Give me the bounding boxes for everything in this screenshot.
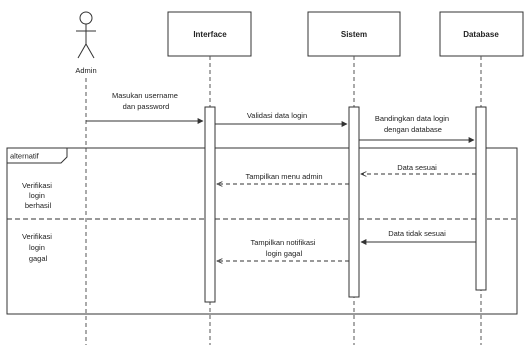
guard-berhasil-line-3: berhasil — [25, 201, 52, 210]
message-line: Masukan username — [112, 91, 178, 100]
actor-label: Admin — [75, 66, 96, 75]
guard-gagal-line-3: gagal — [29, 254, 48, 263]
alt-fragment-label: alternatif — [10, 152, 40, 161]
message-line: dan password — [123, 102, 170, 111]
guard-gagal-line-2: login — [29, 243, 45, 252]
alt-fragment-label-tab — [6, 147, 68, 164]
message-label-notifikasi-gagal: Tampilkan notifikasi login gagal — [250, 238, 317, 258]
message-label-validasi: Validasi data login — [247, 111, 307, 120]
activation-database — [475, 106, 487, 291]
guard-berhasil-line-1: Verifikasi — [22, 181, 52, 190]
actor-head — [79, 11, 93, 25]
actor-left-leg — [77, 43, 87, 59]
guard-gagal-line-1: Verifikasi — [22, 232, 52, 241]
message-label-data-tidak-sesuai: Data tidak sesuai — [388, 229, 446, 238]
activation-interface — [204, 106, 216, 303]
message-line: Tampilkan notifikasi — [250, 238, 315, 247]
actor-figure-admin — [76, 11, 96, 59]
participant-label-interface: Interface — [193, 30, 227, 39]
message-label-data-sesuai: Data sesuai — [397, 163, 437, 172]
alt-fragment-frame — [6, 147, 518, 315]
participant-box-interface — [167, 11, 252, 57]
guard-gagal: Verifikasi login gagal — [22, 232, 54, 263]
guard-berhasil: Verifikasi login berhasil — [22, 181, 54, 210]
message-label-tampilkan-menu: Tampilkan menu admin — [245, 172, 322, 181]
guard-berhasil-line-2: login — [29, 191, 45, 200]
participant-label-sistem: Sistem — [341, 30, 367, 39]
actor-right-leg — [85, 43, 95, 59]
message-label-bandingkan: Bandingkan data login dengan database — [375, 114, 451, 134]
message-line: login gagal — [266, 249, 303, 258]
message-line: dengan database — [384, 125, 442, 134]
participant-box-sistem — [307, 11, 401, 57]
participant-box-database — [439, 11, 524, 57]
message-line: Bandingkan data login — [375, 114, 449, 123]
message-label-masukan-username: Masukan username dan password — [112, 91, 180, 111]
activation-sistem — [348, 106, 360, 298]
participant-label-database: Database — [463, 30, 499, 39]
